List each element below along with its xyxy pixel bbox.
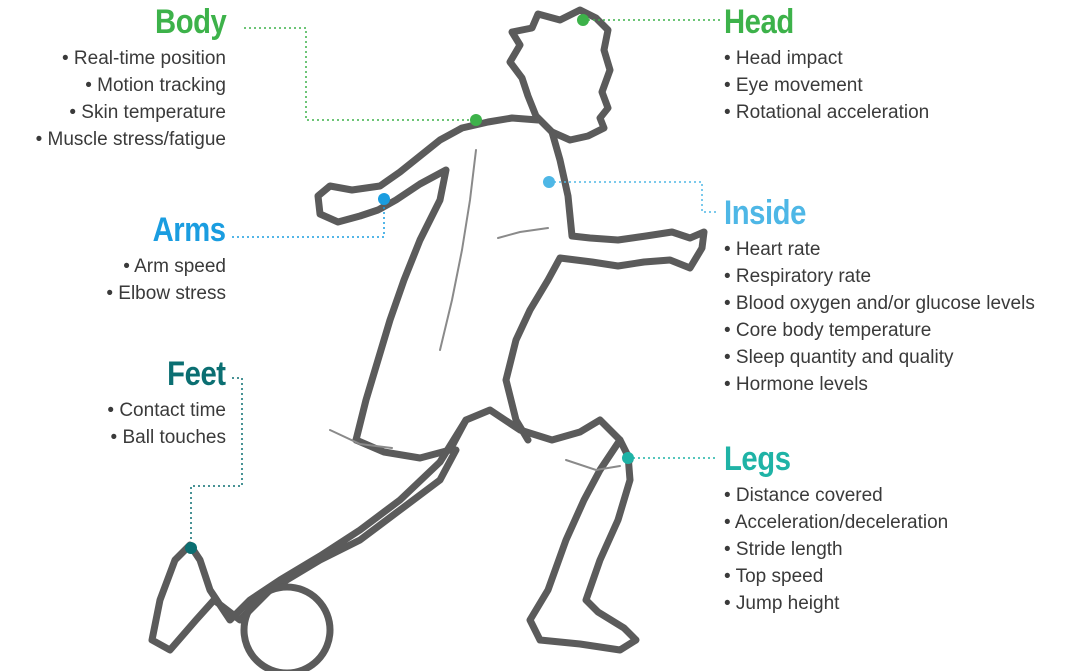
player-back bbox=[502, 128, 708, 444]
sock-band bbox=[565, 459, 621, 472]
head-title: Head bbox=[724, 3, 794, 41]
metric-item: • Distance covered bbox=[724, 485, 883, 506]
head-items: • Head impact • Eye movement • Rotational … bbox=[724, 45, 929, 126]
legs-title: Legs bbox=[724, 440, 791, 478]
metric-item: • Muscle stress/fatigue bbox=[35, 129, 226, 150]
metric-item: • Core body temperature bbox=[724, 320, 932, 341]
metric-item: • Respiratory rate bbox=[724, 266, 872, 287]
inside-items: • Heart rate • Respiratory rate • Blood ox… bbox=[724, 236, 1035, 398]
torso-seam bbox=[439, 149, 477, 351]
player-back-leg bbox=[148, 416, 470, 654]
arms-leader bbox=[232, 199, 385, 238]
metric-item: • Acceleration/deceleration bbox=[724, 512, 949, 533]
body-group: Body • Real-time position • Motion tracki… bbox=[36, 3, 227, 153]
metric-item: • Skin temperature bbox=[69, 102, 226, 123]
player-head bbox=[506, 6, 614, 144]
metric-item: • Motion tracking bbox=[85, 75, 226, 96]
metric-item: • Ball touches bbox=[110, 427, 226, 448]
feet-group: Feet • Contact time • Ball touches bbox=[107, 355, 226, 451]
metric-item: • Top speed bbox=[724, 566, 824, 587]
metric-item: • Blood oxygen and/or glucose levels bbox=[724, 293, 1035, 314]
metric-item: • Arm speed bbox=[123, 256, 226, 277]
body-title: Body bbox=[154, 3, 227, 41]
metric-item: • Stride length bbox=[724, 539, 843, 560]
feet-title: Feet bbox=[167, 355, 227, 393]
body-items: • Real-time position • Motion tracking • S… bbox=[36, 45, 226, 153]
player-shorts bbox=[352, 406, 634, 464]
sleeve-line bbox=[497, 227, 549, 239]
player-torso bbox=[314, 114, 542, 444]
metric-item: • Contact time bbox=[107, 400, 226, 421]
player-front-leg bbox=[526, 436, 640, 654]
metric-item: • Heart rate bbox=[724, 239, 821, 260]
arms-title: Arms bbox=[152, 211, 226, 249]
legs-group: Legs • Distance covered • Acceleration/de… bbox=[724, 440, 948, 617]
feet-items: • Contact time • Ball touches bbox=[107, 397, 226, 451]
metric-item: • Sleep quantity and quality bbox=[724, 347, 954, 368]
feet-sensor-dot bbox=[185, 542, 197, 554]
metric-item: • Elbow stress bbox=[106, 283, 226, 304]
arms-items: • Arm speed • Elbow stress bbox=[106, 253, 226, 307]
head-group: Head • Head impact • Eye movement • Rotati… bbox=[724, 3, 929, 126]
head-sensor-dot bbox=[577, 14, 589, 26]
ball bbox=[240, 583, 334, 671]
body-sensor-dot bbox=[470, 114, 482, 126]
inside-group: Inside • Heart rate • Respiratory rate • B… bbox=[724, 194, 1035, 398]
arms-sensor-dot bbox=[378, 193, 390, 205]
inside-leader bbox=[549, 181, 718, 213]
metric-item: • Real-time position bbox=[62, 48, 226, 69]
metric-item: • Eye movement bbox=[724, 75, 863, 96]
legs-sensor-dot bbox=[622, 452, 634, 464]
metric-item: • Head impact bbox=[724, 48, 843, 69]
metric-item: • Rotational acceleration bbox=[724, 102, 930, 123]
knee-band bbox=[329, 429, 393, 449]
inside-title: Inside bbox=[724, 194, 806, 232]
legs-items: • Distance covered • Acceleration/deceler… bbox=[724, 482, 948, 617]
body-leader bbox=[244, 27, 476, 121]
inside-sensor-dot bbox=[543, 176, 555, 188]
feet-leader bbox=[190, 377, 243, 548]
metric-item: • Jump height bbox=[724, 593, 840, 614]
arms-group: Arms • Arm speed • Elbow stress bbox=[106, 211, 226, 307]
metric-item: • Hormone levels bbox=[724, 374, 868, 395]
